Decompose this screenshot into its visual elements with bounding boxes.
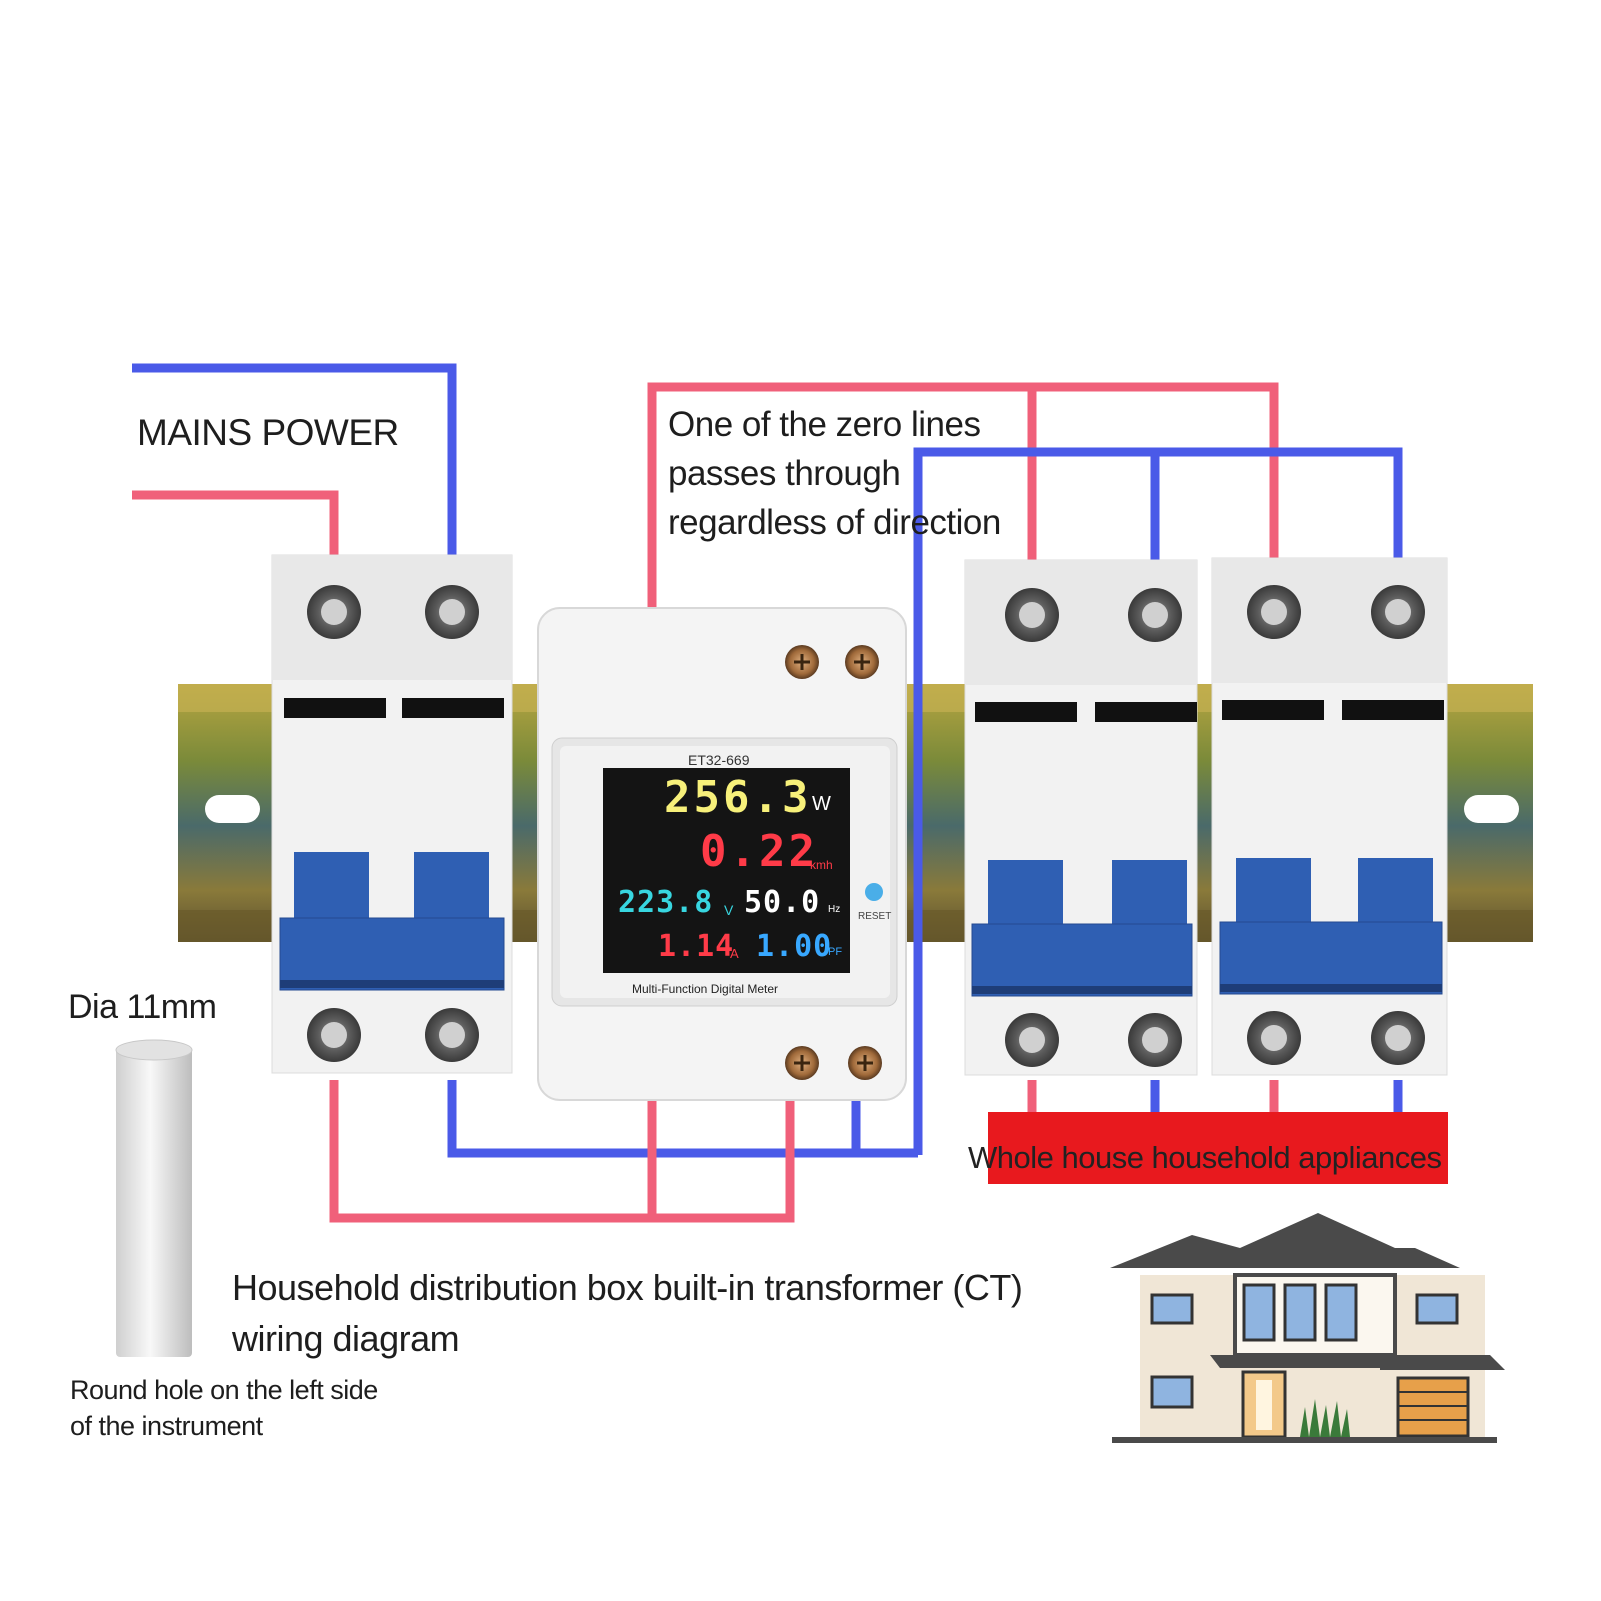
wiring-diagram-title: Household distribution box built-in tran… — [232, 1267, 1023, 1359]
current-reading: 1.14 — [658, 929, 735, 964]
digital-meter — [537, 607, 907, 1101]
house-icon — [1110, 1213, 1505, 1443]
dia-label: Dia 11mm — [68, 988, 217, 1026]
appliances-label: Whole house household appliances — [968, 1140, 1442, 1175]
breaker-main — [271, 554, 513, 1074]
energy-reading: 0.22 — [700, 826, 818, 877]
zero-lines-label: One of the zero lines passes through reg… — [668, 405, 1001, 542]
voltage-unit: V — [724, 902, 734, 918]
frequency-reading: 50.0 — [744, 885, 821, 920]
energy-unit: kmh — [810, 858, 833, 872]
reset-label: RESET — [858, 911, 892, 922]
reset-button[interactable] — [865, 883, 883, 901]
power-unit: W — [812, 793, 831, 815]
power-reading: 256.3 — [664, 772, 812, 823]
breaker-branch-2 — [1211, 557, 1448, 1076]
mains-power-label: MAINS POWER — [137, 412, 399, 453]
top-live-wire — [647, 382, 1279, 615]
breaker-handle[interactable] — [1358, 858, 1433, 928]
breaker-handle[interactable] — [988, 860, 1063, 930]
frequency-unit: Hz — [828, 904, 841, 915]
breaker-handle[interactable] — [1112, 860, 1187, 930]
breaker-handle[interactable] — [1236, 858, 1311, 928]
breaker-handle[interactable] — [294, 852, 369, 922]
meter-model: ET32-669 — [688, 752, 750, 768]
current-unit: A — [730, 946, 739, 961]
meter-screen — [603, 768, 850, 973]
bottom-live-wire — [329, 1080, 795, 1223]
wires — [132, 363, 1403, 1223]
meter-footer: Multi-Function Digital Meter — [632, 982, 779, 996]
bottom-neutral-wire — [447, 1080, 918, 1158]
breaker-branch-1 — [964, 559, 1198, 1076]
appliance-block — [988, 1112, 1448, 1184]
breaker-handle[interactable] — [414, 852, 489, 922]
mains-neutral-wire — [132, 363, 457, 560]
voltage-reading: 223.8 — [618, 885, 714, 920]
round-hole-label: Round hole on the left side of the instr… — [70, 1375, 378, 1441]
pf-unit: PF — [828, 946, 843, 958]
mains-live-wire — [132, 490, 339, 560]
ct-tube — [115, 1039, 193, 1357]
pf-reading: 1.00 — [756, 929, 833, 964]
